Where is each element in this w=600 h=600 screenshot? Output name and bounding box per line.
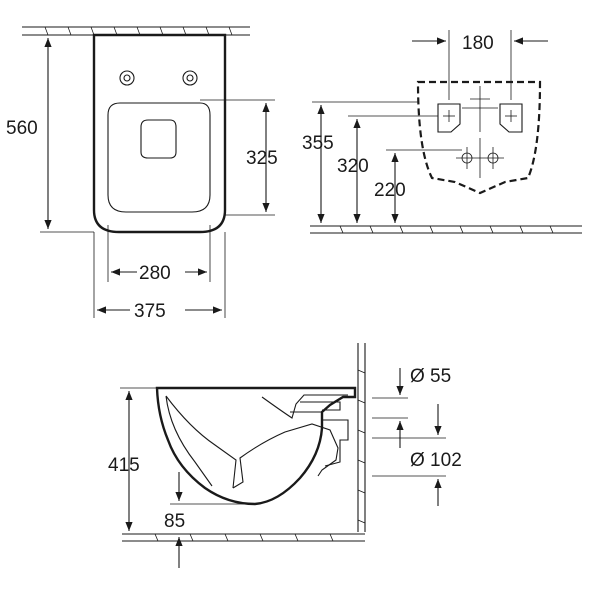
- centre-marks: [456, 86, 504, 178]
- rear-view: 180 355 320 220: [302, 30, 582, 234]
- trap-profile: [232, 423, 339, 489]
- dim-label-375: 375: [134, 301, 166, 322]
- dim-320: [348, 115, 438, 223]
- rim-detail: [261, 394, 348, 419]
- dim-180: [412, 30, 548, 100]
- dim-diameter-55: [372, 368, 408, 448]
- dim-label-320: 320: [337, 156, 369, 177]
- dim-355: [312, 101, 418, 223]
- dim-diameter-102: [372, 404, 446, 506]
- dim-label-325: 325: [246, 148, 278, 169]
- dim-label-220: 220: [374, 180, 406, 201]
- dim-375: [93, 232, 226, 319]
- bowl-profile-outer: [155, 386, 357, 506]
- floor-hatch-side: [122, 533, 365, 542]
- dim-220: [386, 149, 462, 223]
- top-view: 560 325 280 375: [6, 26, 278, 322]
- side-view: Ø 55 Ø 102 415 85: [108, 343, 462, 568]
- bowl-outline-top: [92, 33, 227, 234]
- dim-label-diameter-102: Ø 102: [410, 450, 462, 471]
- dim-label-diameter-55: Ø 55: [410, 366, 451, 387]
- fixing-bracket-right: [499, 103, 523, 133]
- dim-label-560: 560: [6, 118, 38, 139]
- dim-560: [40, 34, 94, 233]
- dim-280: [107, 225, 211, 282]
- dim-85: [170, 472, 258, 568]
- bowl-drain-top: [140, 119, 177, 159]
- dim-415: [120, 387, 157, 531]
- dim-label-280: 280: [139, 263, 171, 284]
- bowl-profile-inner: [165, 395, 237, 489]
- bowl-inner-top: [107, 102, 211, 213]
- floor-hatch-rear: [310, 225, 582, 234]
- dim-label-355: 355: [302, 133, 334, 154]
- dim-label-85: 85: [164, 511, 185, 532]
- dim-label-180: 180: [462, 33, 494, 54]
- bowl-outline-rear: [416, 80, 542, 195]
- wall-hatch-side: [357, 343, 366, 532]
- fixing-bracket-left: [437, 103, 461, 133]
- dim-325: [200, 99, 275, 216]
- hinge-holes: [119, 70, 198, 86]
- dim-label-415: 415: [108, 455, 140, 476]
- outlet-detail: [322, 419, 349, 467]
